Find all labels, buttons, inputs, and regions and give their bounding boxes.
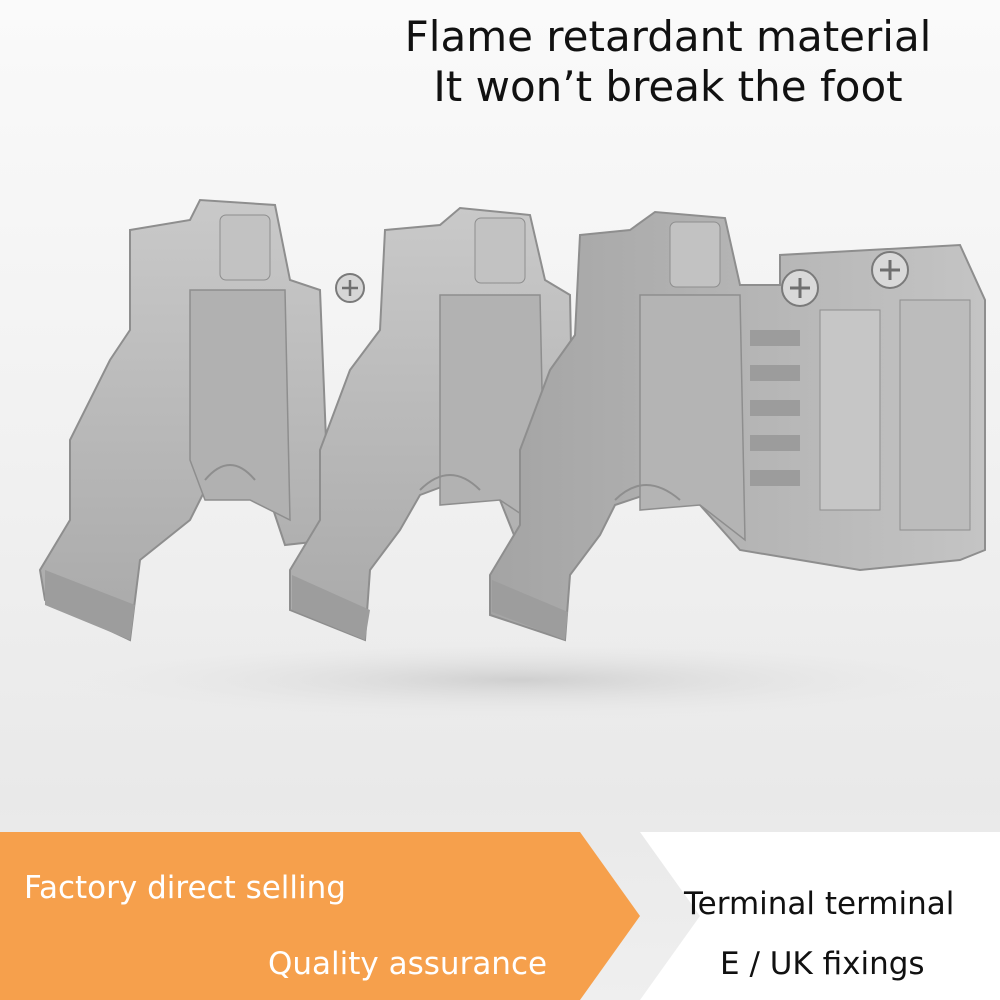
- banner-white-panel: [640, 832, 1000, 1000]
- uk-fixings-text: E / UK fixings: [720, 946, 925, 982]
- quality-assurance-text: Quality assurance: [268, 946, 548, 982]
- banner-orange-arrow: [0, 832, 640, 1000]
- headline-line-1: Flame retardant material: [404, 12, 932, 61]
- terminal-terminal-text: Terminal terminal: [684, 886, 955, 922]
- factory-direct-text: Factory direct selling: [24, 870, 346, 906]
- end-bracket-1: [38, 198, 332, 642]
- bottom-banner: Factory direct selling Quality assurance…: [0, 832, 1000, 1000]
- headline: Flame retardant material It won’t break …: [358, 12, 978, 113]
- end-bracket-3: [489, 210, 986, 642]
- end-bracket-2: [289, 206, 577, 642]
- headline-line-2: It won’t break the foot: [433, 62, 903, 112]
- terminal-end-brackets-photo: [38, 198, 986, 720]
